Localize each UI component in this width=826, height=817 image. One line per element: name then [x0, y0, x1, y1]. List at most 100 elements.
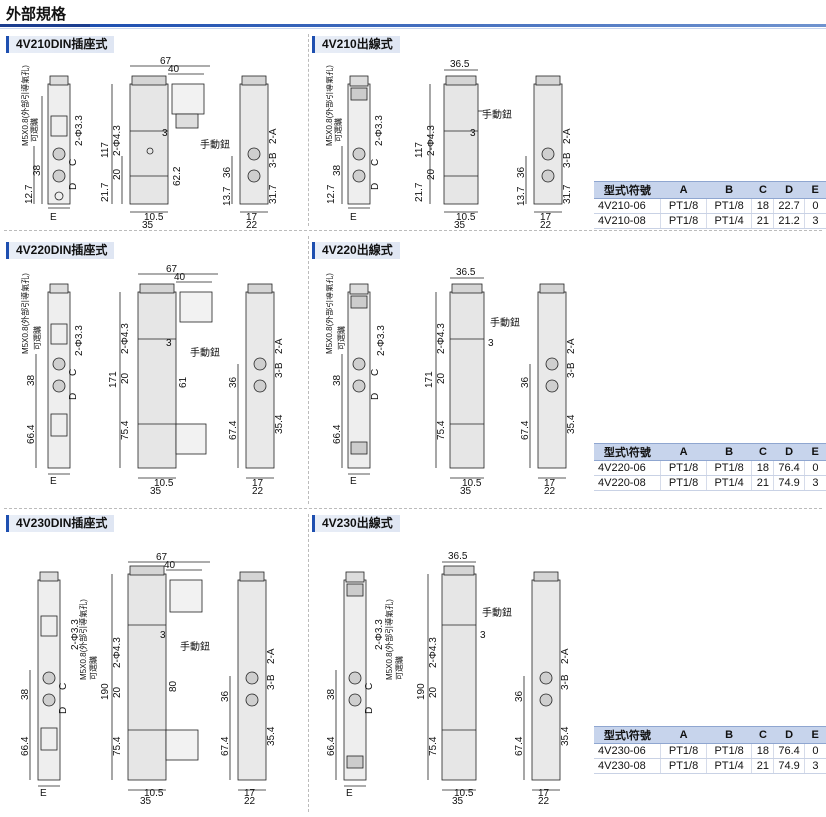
dim-4v210-wire-port1: 2-Φ4.3: [426, 125, 437, 156]
dim-4v210-wire-c: C: [370, 159, 381, 166]
table-cell: PT1/8: [660, 460, 707, 476]
dim-4v220-din-port4: 2-A: [274, 338, 285, 354]
table-row: 4V210-06 PT1/8 PT1/8 18 22.7 0: [594, 198, 826, 214]
table-cell: 0: [803, 198, 826, 214]
dim-4v210-din-h-total: 117: [100, 142, 111, 158]
dim-4v220-wire-b2: 35: [460, 486, 472, 496]
dim-4v230-wire-port4: 2-A: [560, 648, 571, 664]
dim-4v220-din-r3: 35.4: [274, 414, 285, 434]
dim-4v230-wire-h5: 66.4: [326, 736, 337, 756]
dim-4v220-din-c: C: [68, 369, 79, 376]
dim-4v210-wire-b1: 10.5: [456, 212, 476, 223]
dim-4v230-din-port2: 2-Φ3.3: [70, 619, 81, 650]
dim-4v230-din-r3: 35.4: [266, 726, 277, 746]
dim-4v210-wire-n3: 3: [470, 128, 476, 139]
dim-4v220-wire-h5: 66.4: [332, 424, 343, 444]
table-header-b: B: [706, 726, 752, 744]
dim-4v210-din-port2: 2-Φ3.3: [74, 115, 85, 146]
table-header-d: D: [773, 726, 805, 744]
dim-4v210-din-h1: 21.7: [100, 182, 111, 202]
dim-4v210-wire-silencer: 可選購: [333, 118, 343, 142]
dim-4v230-din-port3: 3-B: [266, 674, 277, 690]
spec-table-4v230: 型式\符號 A B C D E 4V230-06 PT1/8 PT1/8 18 …: [594, 726, 826, 774]
dim-4v230-din-h3: 80: [168, 680, 179, 692]
table-header-e: E: [804, 726, 826, 744]
dim-4v230-wire-h1: 75.4: [428, 736, 439, 756]
table-cell: 21: [751, 213, 774, 229]
table-header-row: 型式\符號 A B C D E: [594, 181, 826, 199]
table-cell: PT1/8: [660, 198, 707, 214]
dim-4v210-din-h5: 12.7: [24, 184, 35, 204]
dim-4v210-din-manual: 手動鈕: [200, 138, 230, 151]
table-header-c: C: [751, 181, 774, 199]
dim-4v210-wire-w1: 36.5: [450, 59, 470, 70]
table-cell: 3: [803, 475, 826, 491]
dim-4v210-din-thread: M5X0.8(外部引導氣孔): [20, 65, 30, 146]
dim-4v210-din-e: E: [50, 212, 57, 223]
dim-4v210-wire-r1: 36: [516, 166, 527, 178]
section-label-4v210-wire: 4V210出線式: [312, 36, 400, 53]
dim-4v220-wire-c: C: [370, 369, 381, 376]
table-cell: 4V210-06: [594, 198, 661, 214]
dim-4v230-wire-h4: 38: [326, 688, 337, 700]
table-header-d: D: [773, 443, 805, 461]
dim-4v210-din-d: D: [68, 183, 79, 190]
dim-4v220-wire-h4: 38: [332, 374, 343, 386]
table-header-b: B: [706, 181, 752, 199]
table-cell: PT1/4: [705, 213, 752, 229]
table-cell: 3: [803, 758, 826, 774]
dim-4v230-din-w2: 40: [164, 560, 176, 571]
table-cell: 76.4: [773, 743, 805, 759]
dim-4v230-din-port1: 2-Φ4.3: [112, 637, 123, 668]
dim-4v230-wire-r1: 36: [514, 690, 525, 702]
dim-4v210-din-r2: 13.7: [222, 186, 233, 206]
dim-4v210-din-r4: 17: [246, 212, 258, 223]
dim-4v210-din-n3: 3: [162, 128, 168, 139]
dim-4v230-wire-h2: 20: [428, 686, 439, 698]
dim-4v230-din-r1: 36: [220, 690, 231, 702]
dim-4v220-din-h5: 66.4: [26, 424, 37, 444]
table-cell: 4V230-08: [594, 758, 661, 774]
dim-4v210-wire-port2: 2-Φ3.3: [374, 115, 385, 146]
dim-4v210-wire-r3: 31.7: [562, 184, 573, 204]
dim-4v220-wire-silencer: 可選購: [336, 326, 346, 350]
dim-4v230-wire-silencer: 可選購: [394, 656, 404, 680]
table-row: 4V230-06 PT1/8 PT1/8 18 76.4 0: [594, 743, 826, 759]
dim-4v210-din-r1: 36: [222, 166, 233, 178]
drawing-4v230-din: 67 40 手動鈕 3 10.5 35 17 22 E C D 38 66.4 …: [20, 552, 277, 806]
dim-4v210-wire-port4: 2-A: [562, 128, 573, 144]
table-cell: 4V220-08: [594, 475, 661, 491]
dim-4v230-wire-manual: 手動鈕: [482, 606, 512, 619]
dim-4v210-wire-h-total: 117: [414, 142, 425, 158]
dim-4v220-din-w2: 40: [174, 272, 186, 283]
table-cell: 21.2: [773, 213, 805, 229]
dim-4v210-din-port4: 2-A: [268, 128, 279, 144]
table-cell: 21: [751, 475, 774, 491]
dim-4v220-din-thread: M5X0.8(外部引導氣孔): [20, 273, 30, 354]
dim-4v220-wire-h2: 20: [436, 372, 447, 384]
dim-4v220-din-h4: 38: [26, 374, 37, 386]
table-header-e: E: [804, 443, 826, 461]
dim-4v210-din-h2: 20: [112, 168, 123, 180]
dim-4v210-din-port3: 3-B: [268, 152, 279, 168]
dim-4v230-din-silencer: 可選購: [88, 656, 98, 680]
dim-4v230-wire-d: D: [364, 707, 375, 714]
table-header-row: 型式\符號 A B C D E: [594, 726, 826, 744]
dim-4v230-wire-b2: 35: [452, 796, 464, 806]
dim-4v210-din-r3: 31.7: [268, 184, 279, 204]
dim-4v220-din-d: D: [68, 393, 79, 400]
dim-4v230-wire-h-total: 190: [416, 683, 427, 700]
dim-4v210-wire-h2: 20: [426, 168, 437, 180]
dim-4v230-wire-thread: M5X0.8(外部引導氣孔): [384, 599, 394, 680]
table-cell: 4V210-08: [594, 213, 661, 229]
dim-4v220-din-b2: 35: [150, 486, 162, 496]
spec-table-4v220: 型式\符號 A B C D E 4V220-06 PT1/8 PT1/8 18 …: [594, 443, 826, 491]
dim-4v210-din-b2: 35: [142, 220, 154, 228]
dim-4v230-din-d: D: [58, 707, 69, 714]
dim-4v210-din-b1: 10.5: [144, 212, 164, 223]
section-label-4v210-din: 4V210DIN插座式: [6, 36, 115, 53]
table-row: 4V220-06 PT1/8 PT1/8 18 76.4 0: [594, 460, 826, 476]
dim-4v230-wire-r5: 22: [538, 796, 550, 806]
dim-4v220-din-h3: 61: [178, 376, 189, 388]
dim-4v210-wire-r5: 22: [540, 220, 552, 228]
